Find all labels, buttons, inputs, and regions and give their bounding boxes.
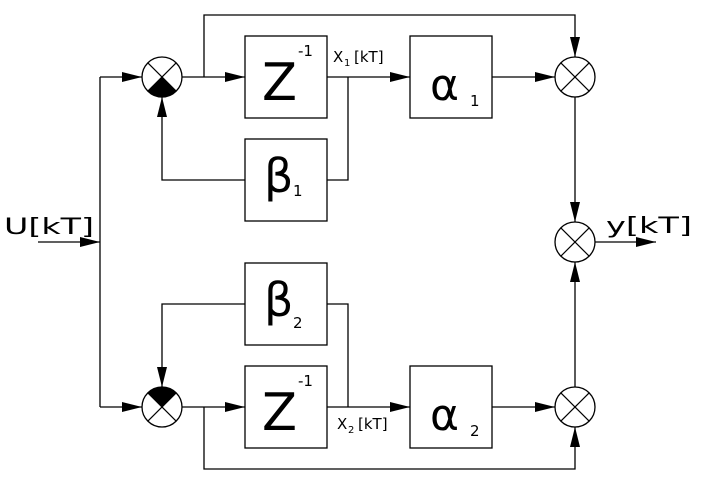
svg-text:2: 2	[348, 425, 354, 436]
beta2-symbol: β	[264, 273, 293, 327]
alpha2-subscript: 2	[470, 422, 480, 440]
top-delay-exponent: -1	[298, 42, 313, 60]
top-delay-symbol: Z	[262, 53, 297, 113]
output-summing-junction	[554, 221, 596, 263]
x1-to-beta1-line	[327, 77, 349, 181]
input-label: U[kT]	[4, 215, 94, 240]
alpha2-block: α 2	[409, 365, 493, 449]
svg-text:[kT]: [kT]	[354, 48, 384, 66]
output-label: y[kT]	[606, 214, 692, 239]
top-summing-junction	[141, 56, 183, 98]
bottom-summing-junction	[141, 386, 183, 428]
top-delay-block: Z -1	[244, 35, 328, 119]
bottom-bypass-line	[203, 407, 580, 470]
beta1-to-top-summer-arrow	[157, 97, 245, 181]
beta1-block: β 1	[244, 138, 328, 222]
top-multiplier-junction	[554, 56, 596, 98]
svg-text:X: X	[337, 415, 347, 433]
top-bypass-line	[203, 14, 580, 77]
svg-text:1: 1	[344, 58, 350, 69]
alpha1-subscript: 1	[470, 92, 480, 110]
x2-to-beta2-line	[327, 303, 349, 407]
state-x1-label: X 1 [kT]	[333, 48, 384, 69]
svg-text:[kT]: [kT]	[358, 415, 388, 433]
bottom-delay-block: Z -1	[244, 365, 328, 449]
beta1-subscript: 1	[293, 182, 303, 200]
state-x2-label: X 2 [kT]	[337, 415, 388, 436]
bottom-multiplier-junction	[554, 386, 596, 428]
beta2-subscript: 2	[293, 314, 303, 332]
alpha1-symbol: α	[430, 60, 459, 111]
bottom-delay-symbol: Z	[262, 383, 297, 443]
svg-text:X: X	[333, 48, 343, 66]
beta2-block: β 2	[244, 262, 328, 346]
alpha1-block: α 1	[409, 35, 493, 119]
bottom-delay-exponent: -1	[298, 372, 313, 390]
alpha2-symbol: α	[430, 390, 459, 441]
beta1-symbol: β	[264, 149, 293, 203]
beta2-to-bottom-summer-arrow	[157, 303, 245, 387]
